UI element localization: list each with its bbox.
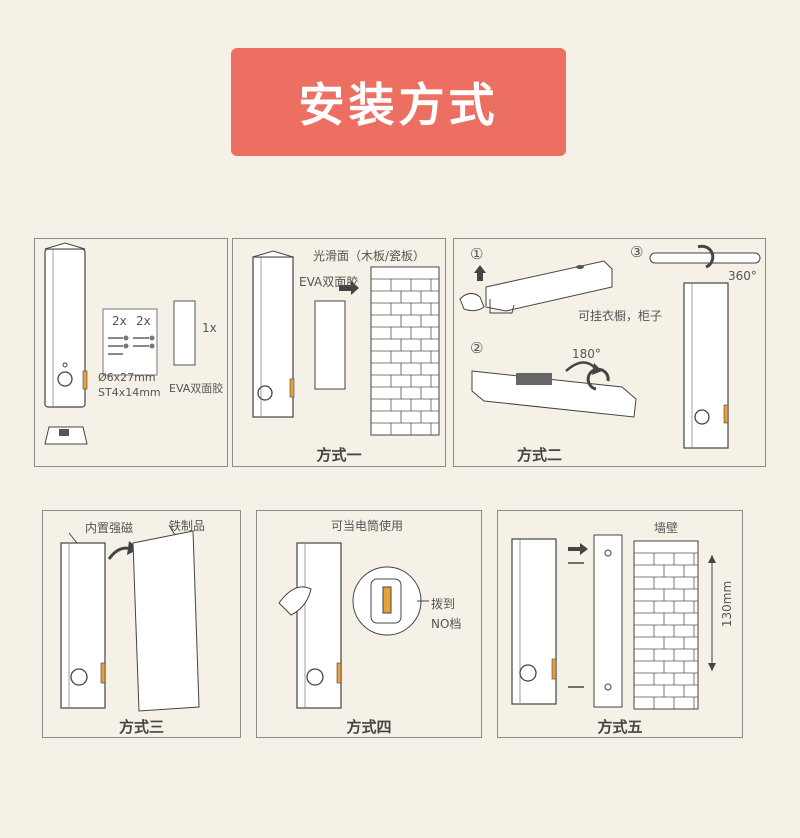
flashlight-label: 可当电筒使用 (331, 519, 404, 533)
rotate-360: 360° (728, 269, 757, 283)
wall-label: 墙壁 (654, 521, 679, 535)
surface-label: 光滑面（木板/瓷板） (313, 249, 426, 263)
panel-method-4: 可当电筒使用 拨到 NO档 方式四 (256, 510, 482, 738)
switch-label-1: 拨到 (431, 597, 456, 611)
qty-tape: 1x (202, 321, 217, 335)
method-2-caption: 方式二 (516, 446, 562, 464)
method-1-illustration (252, 250, 440, 436)
qty-right: 2x (136, 314, 151, 328)
qty-left: 2x (112, 314, 127, 328)
method-4-illustration (278, 542, 429, 709)
magnet-label: 内置强磁 (85, 521, 134, 535)
panel-accessories: 2x 2x 1x Ø6x27mm ST4x14mm EVA双面胶 (34, 238, 228, 467)
switch-label-2: NO档 (431, 617, 462, 631)
rotate-180: 180° (572, 347, 601, 361)
method-5-caption: 方式五 (597, 718, 643, 736)
iron-label: 铁制品 (169, 519, 206, 533)
method-5-illustration (511, 534, 716, 710)
method-1-caption: 方式一 (316, 446, 362, 464)
panel-method-3: 内置强磁 铁制品 方式三 (42, 510, 241, 738)
hang-label: 可挂衣橱，柜子 (578, 309, 663, 323)
screw-spec: Ø6x27mm (98, 371, 156, 384)
accessories-illustration (44, 242, 196, 445)
distance-label: 130mm (720, 580, 735, 628)
tape-label-1: EVA双面胶 (299, 275, 359, 289)
panel-method-2: ① ② ③ 180° 360° 可挂衣橱，柜子 方式二 (453, 238, 766, 467)
tape-label: EVA双面胶 (169, 382, 224, 395)
step-3: ③ (630, 243, 644, 261)
method-3-illustration (60, 524, 200, 712)
method-2-illustration (459, 244, 761, 449)
step-2: ② (470, 339, 484, 357)
method-3-caption: 方式三 (118, 718, 164, 736)
anchor-spec: ST4x14mm (98, 386, 161, 399)
panel-method-1: 光滑面（木板/瓷板） EVA双面胶 方式一 (232, 238, 446, 467)
method-4-caption: 方式四 (346, 718, 392, 736)
page-title: 安装方式 (298, 78, 499, 132)
step-1: ① (470, 245, 484, 263)
title-badge: 安装方式 (231, 48, 566, 156)
panel-method-5: 墙壁 130mm 方式五 (497, 510, 743, 738)
